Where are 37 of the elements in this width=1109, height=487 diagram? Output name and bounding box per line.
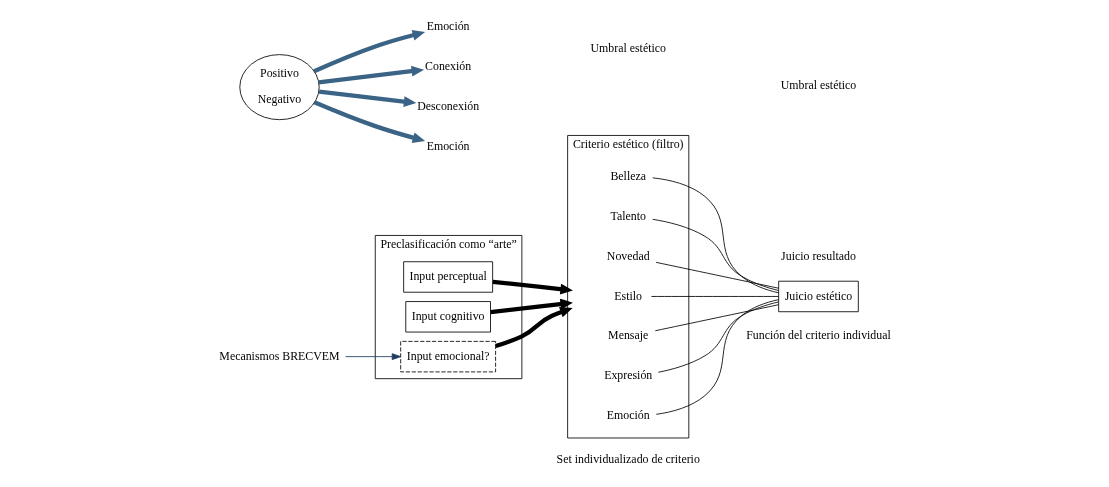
connector: [652, 218, 779, 291]
arrow: [318, 65, 425, 85]
node-box: Juicio estético: [778, 280, 859, 313]
node-text: Mecanismos BRECVEM: [219, 348, 340, 363]
label: Umbral estético: [590, 41, 666, 56]
node-label: Juicio resultado: [781, 248, 856, 263]
connector: [652, 177, 779, 294]
node-text: Talento: [610, 208, 646, 223]
connector: [651, 296, 779, 297]
node-box: Input perceptual: [403, 261, 494, 293]
node-text: Novedad: [606, 248, 650, 263]
node-text: Estilo: [614, 288, 643, 303]
node-text: Expresión: [604, 368, 653, 383]
node-text: Conexión: [425, 58, 472, 73]
label: Umbral estético: [780, 78, 857, 93]
connector: [655, 261, 779, 289]
node-ellipse: Positivo Negativo: [239, 54, 320, 121]
node-text: Belleza: [610, 169, 647, 184]
arrow: [313, 29, 426, 74]
arrow: [345, 353, 402, 361]
node-label: Set individualizado de criterio: [556, 452, 700, 467]
node-text: Mensaje: [608, 328, 649, 343]
node-label: Función del criterio individual: [746, 328, 891, 343]
arrow: [318, 89, 417, 107]
arrow: [313, 100, 426, 143]
arrow: [495, 306, 573, 349]
node-box: Input emocional?: [400, 340, 497, 373]
node-text: Emoción: [426, 138, 470, 153]
connector: [654, 304, 779, 332]
node-text: Emoción: [426, 19, 470, 34]
arrow: [492, 279, 573, 295]
connector: [655, 299, 779, 415]
connector: [657, 301, 779, 373]
arrow: [490, 298, 573, 315]
node-box: Input cognitivo: [405, 301, 491, 333]
node-text: Desconexión: [417, 98, 480, 113]
node-text: Emoción: [606, 408, 650, 423]
